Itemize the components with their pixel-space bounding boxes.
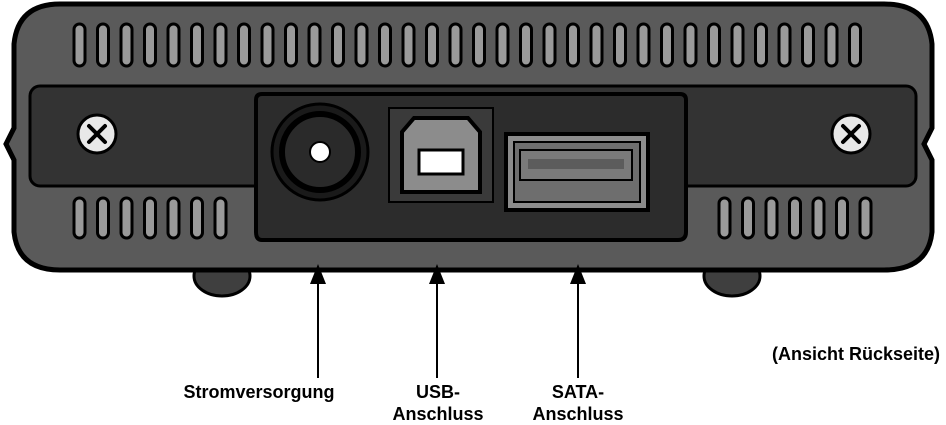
vent-slot <box>96 22 110 68</box>
arrow-sata <box>570 264 586 378</box>
vent-slot <box>331 22 345 68</box>
vent-slot <box>835 196 849 240</box>
vent-slot <box>472 22 486 68</box>
vent-slot <box>636 22 651 68</box>
vent-slot <box>307 22 322 68</box>
vent-slot <box>741 196 755 240</box>
vent-slot <box>166 22 181 68</box>
vent-slot <box>119 22 134 68</box>
vent-slots-top <box>72 22 862 68</box>
vent-slot <box>143 196 157 240</box>
vent-slot <box>260 22 275 68</box>
vent-slot <box>143 22 157 68</box>
label-sata-line1: SATA- <box>552 382 604 402</box>
label-usb-line2: Anschluss <box>392 404 483 424</box>
label-usb-line1: USB- <box>416 382 460 402</box>
vent-slot <box>190 22 204 68</box>
vent-slot <box>354 22 369 68</box>
vent-slot <box>495 22 510 68</box>
vent-slot <box>660 22 674 68</box>
vent-slots-bottom-left <box>72 196 228 240</box>
vent-slots-bottom-right <box>717 196 873 240</box>
arrow-usb <box>429 264 445 378</box>
vent-slot <box>801 22 815 68</box>
vent-slot <box>824 22 839 68</box>
label-sata-line2: Anschluss <box>532 404 623 424</box>
arrow-power <box>310 264 326 378</box>
vent-slot <box>858 196 873 240</box>
power-jack <box>270 102 370 202</box>
label-rear-view: (Ansicht Rückseite) <box>772 344 940 364</box>
vent-slot <box>542 22 557 68</box>
vent-slot <box>754 22 768 68</box>
vent-slot <box>589 22 604 68</box>
vent-slot <box>378 22 392 68</box>
vent-slot <box>764 196 779 240</box>
vent-slot <box>72 196 87 240</box>
left-screw <box>76 113 118 155</box>
vent-slot <box>72 22 87 68</box>
vent-slot <box>119 196 134 240</box>
right-screw <box>830 113 872 155</box>
vent-slot <box>401 22 416 68</box>
vent-slot <box>717 196 732 240</box>
vent-slot <box>707 22 721 68</box>
vent-slot <box>613 22 627 68</box>
usb-b-port <box>388 107 494 203</box>
vent-slot <box>213 22 228 68</box>
vent-slot <box>213 196 228 240</box>
vent-slot <box>788 196 802 240</box>
vent-slot <box>777 22 792 68</box>
vent-slot <box>566 22 580 68</box>
vent-slot <box>519 22 533 68</box>
vent-slot <box>237 22 251 68</box>
vent-slot <box>190 196 204 240</box>
vent-slot <box>96 196 110 240</box>
vent-slot <box>811 196 826 240</box>
sata-port <box>504 132 650 212</box>
vent-slot <box>730 22 745 68</box>
vent-slot <box>425 22 439 68</box>
vent-slot <box>683 22 698 68</box>
vent-slot <box>448 22 463 68</box>
vent-slot <box>848 22 862 68</box>
vent-slot <box>166 196 181 240</box>
label-power: Stromversorgung <box>183 382 334 402</box>
vent-slot <box>284 22 298 68</box>
